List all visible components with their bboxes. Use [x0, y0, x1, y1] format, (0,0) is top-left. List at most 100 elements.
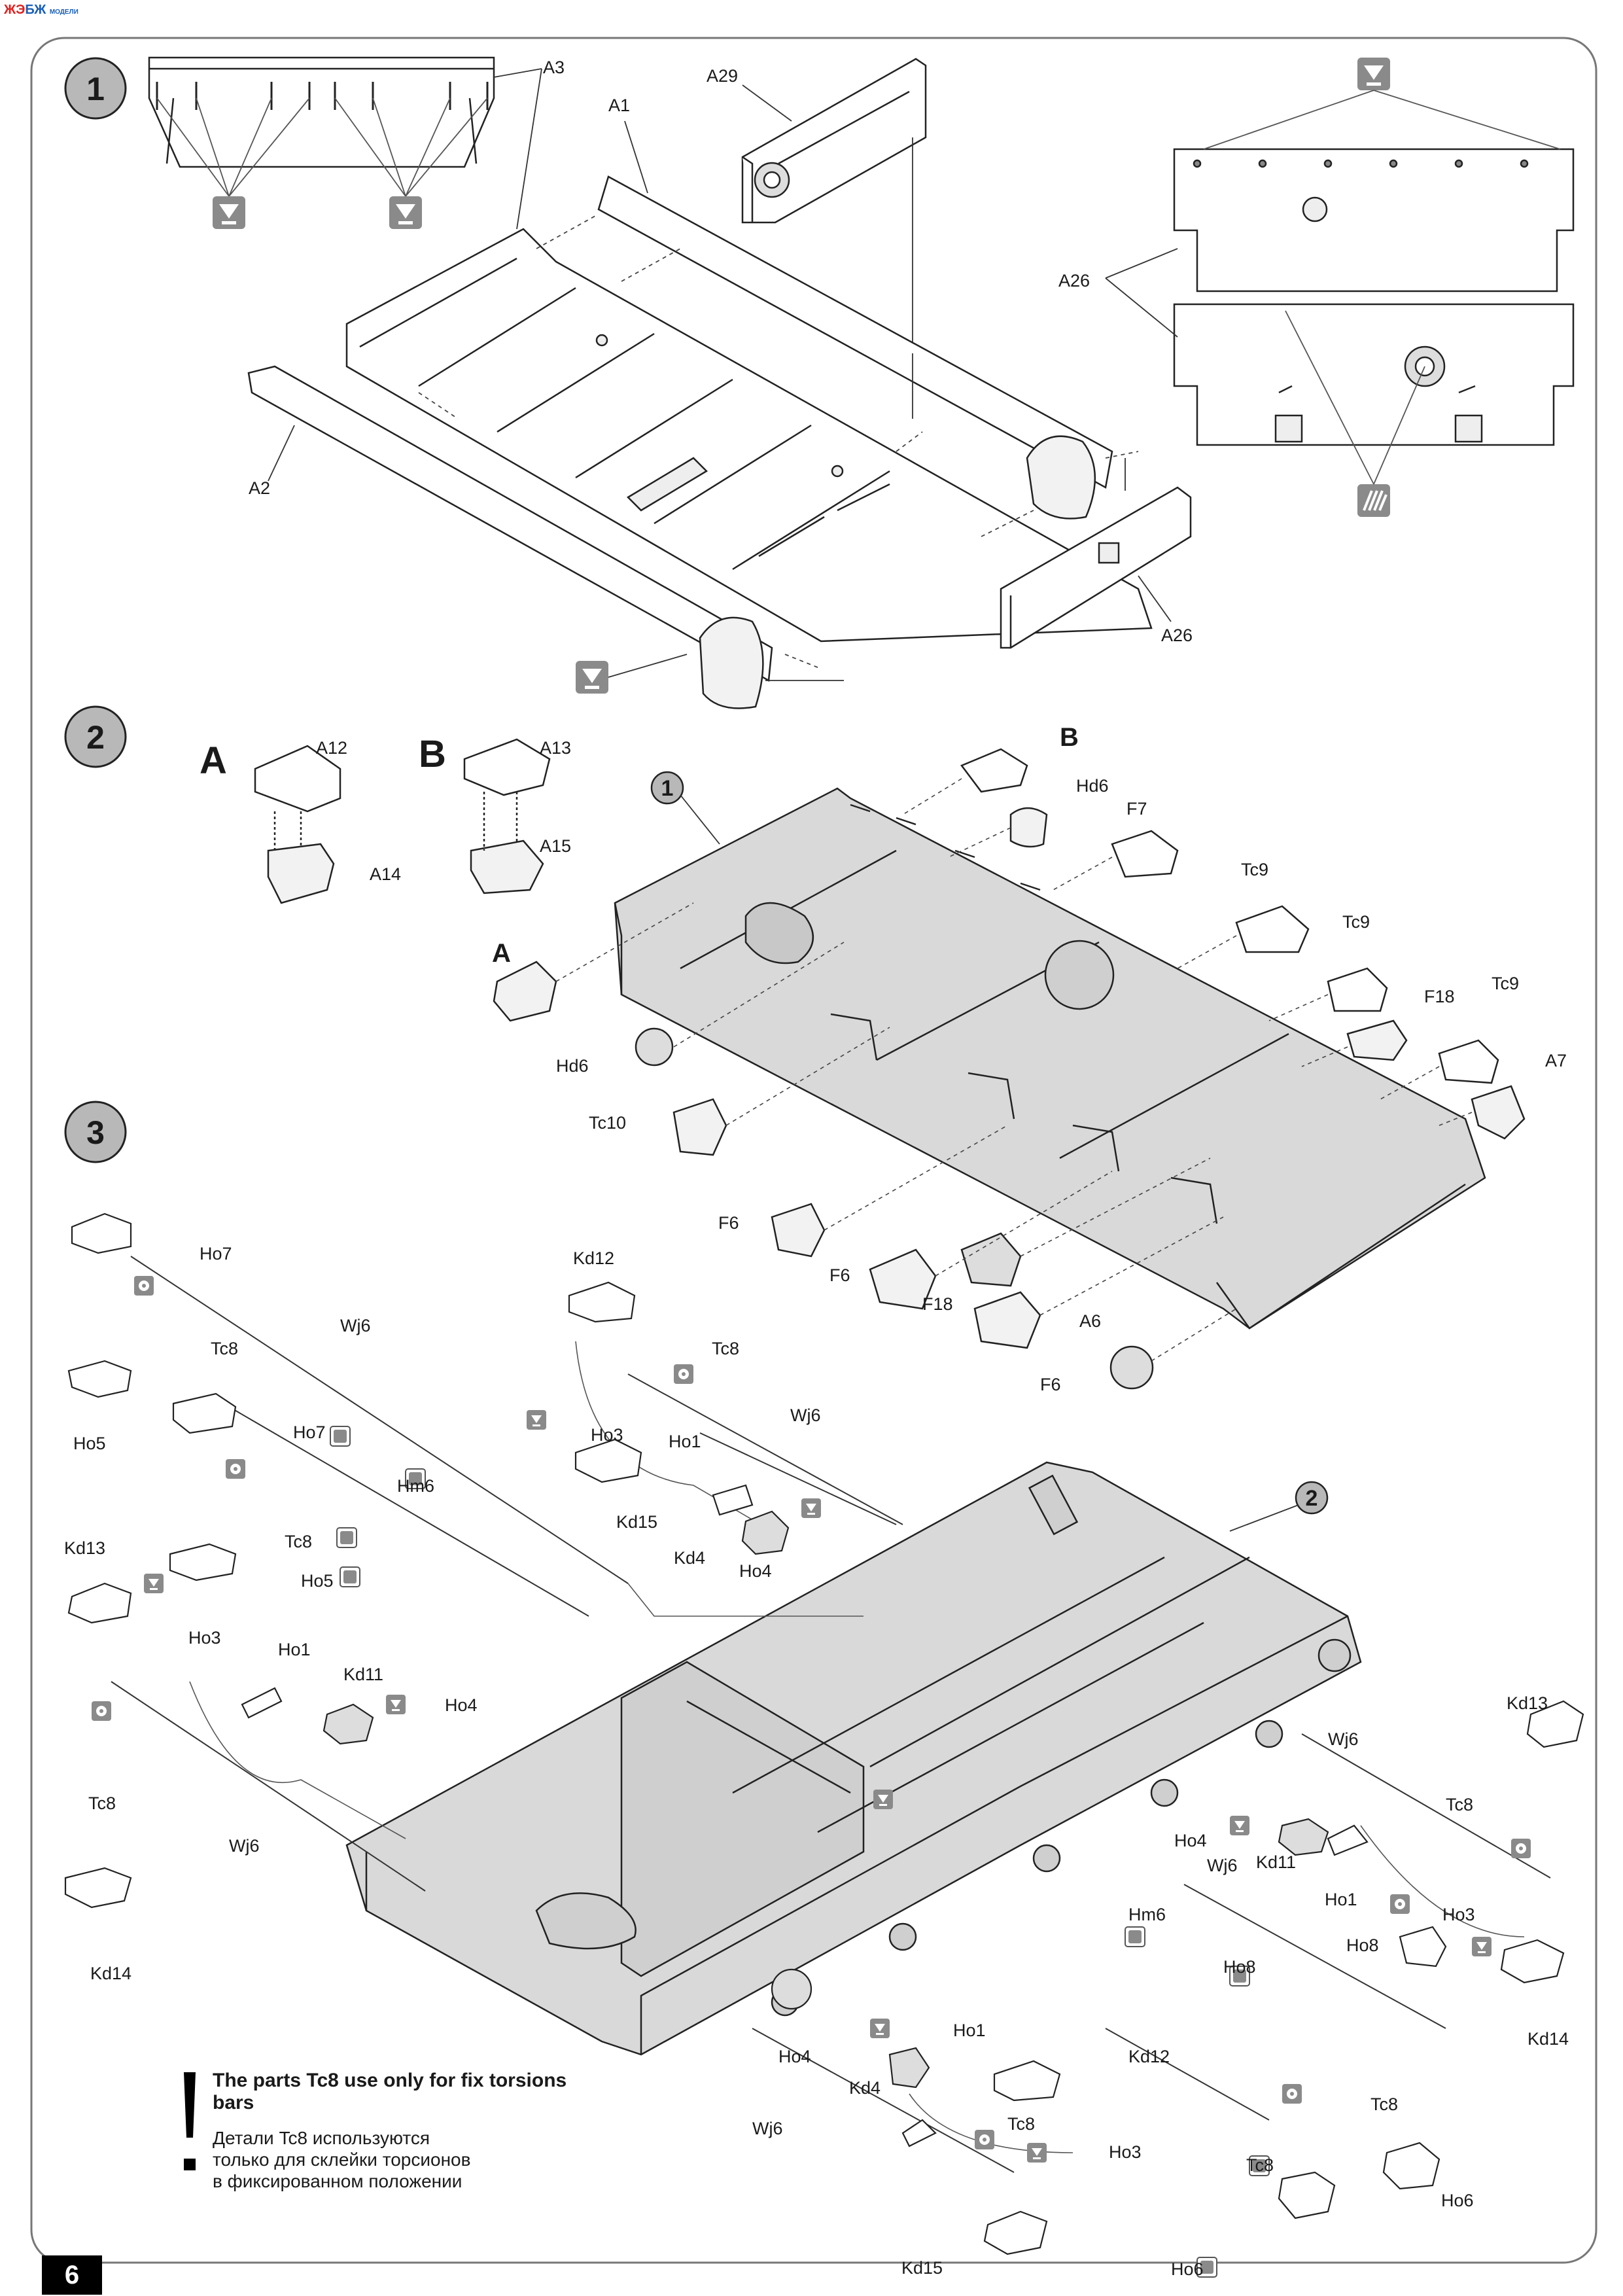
label-ho4-top: Ho4 — [739, 1561, 772, 1581]
label-f6-3: F6 — [1040, 1375, 1061, 1394]
label-ho4-left: Ho4 — [445, 1695, 478, 1715]
label-ho1-left: Ho1 — [278, 1640, 311, 1659]
label-a12: A12 — [316, 738, 347, 758]
label-a26-bottom: A26 — [1161, 626, 1193, 645]
watermark-text-b: БЖ — [25, 3, 46, 17]
a3-glue-leaders — [156, 97, 488, 197]
label-kd14-left: Kd14 — [90, 1964, 131, 1983]
part-a3-detail — [148, 56, 495, 168]
hull-variant-a-label: A — [492, 939, 511, 968]
label-kd15-top: Kd15 — [616, 1512, 657, 1532]
part-a2 — [247, 365, 773, 709]
label-kd15-bottom: Kd15 — [901, 2258, 943, 2278]
label-ho3-right: Ho3 — [1442, 1905, 1475, 1924]
tc8-note: The parts Tc8 use only for fix torsions … — [184, 2070, 579, 2192]
label-ho8-bottom: Ho8 — [1223, 1957, 1256, 1977]
label-kd14-right: Kd14 — [1527, 2029, 1569, 2049]
step-1-marker: 1 — [64, 57, 127, 120]
exclamation-icon — [184, 2072, 196, 2138]
ref-step1: 1 — [650, 771, 684, 805]
step-2-number: 2 — [86, 719, 105, 756]
part-a1 — [597, 175, 1113, 520]
step2-small-parts — [493, 748, 1526, 1390]
hull-floor-step1 — [345, 228, 1153, 643]
hull-step2 — [614, 787, 1486, 1330]
note-russian-line-1: Детали Tc8 используются — [213, 2128, 430, 2148]
label-hm6-bottom: Hm6 — [1128, 1905, 1166, 1924]
label-tc8-bottom: Tc8 — [1370, 2094, 1398, 2114]
label-f6-1: F6 — [718, 1213, 739, 1233]
label-kd4-bottom: Kd4 — [849, 2078, 881, 2098]
label-kd12-top: Kd12 — [573, 1248, 614, 1268]
label-kd13-left: Kd13 — [64, 1538, 105, 1558]
variant-b-parts — [463, 738, 551, 894]
label-wj6-1: Wj6 — [340, 1316, 371, 1335]
label-f18-1: F18 — [1424, 987, 1455, 1006]
step-1-number: 1 — [86, 71, 105, 107]
ref-step2-number: 2 — [1306, 1486, 1318, 1511]
label-tc8-2: Tc8 — [285, 1532, 312, 1551]
publisher-watermark: ЖЭБЖ МОДЕЛИ — [4, 3, 79, 18]
label-hd6-top: Hd6 — [1076, 776, 1109, 796]
label-kd13-right: Kd13 — [1507, 1693, 1548, 1713]
part-a29 — [741, 58, 927, 224]
watermark-text-small: МОДЕЛИ — [49, 9, 79, 16]
label-f18-2: F18 — [922, 1294, 953, 1314]
label-a29: A29 — [707, 66, 738, 86]
variant-a-parts — [254, 745, 341, 904]
label-kd11-left: Kd11 — [343, 1665, 383, 1684]
label-tc8-bottom-3: Tc8 — [1007, 2114, 1035, 2134]
label-tc10: Tc10 — [589, 1113, 626, 1133]
step1-assembly-lines — [418, 215, 1139, 668]
a26-detail-top — [1173, 148, 1575, 292]
torsion-bars — [111, 1256, 1551, 2173]
label-ho3-top: Ho3 — [591, 1425, 623, 1445]
label-ho4-right: Ho4 — [1174, 1831, 1207, 1850]
label-f6-2: F6 — [829, 1265, 850, 1285]
label-ho1-right: Ho1 — [1325, 1890, 1357, 1909]
label-ho4-bottom: Ho4 — [778, 2047, 811, 2066]
label-a3: A3 — [543, 58, 565, 77]
step-3-marker: 3 — [64, 1101, 127, 1163]
label-ho1-bottom: Ho1 — [953, 2021, 986, 2040]
ref-step1-number: 1 — [661, 776, 674, 801]
label-wj6-right: Wj6 — [1328, 1729, 1359, 1749]
label-a2: A2 — [249, 478, 270, 498]
a26-detail-bottom — [1173, 303, 1575, 446]
page-number: 6 — [42, 2255, 102, 2295]
label-tc8-top: Tc8 — [712, 1339, 739, 1358]
label-a13: A13 — [540, 738, 571, 758]
ref-step2: 2 — [1295, 1481, 1329, 1515]
step-3-number: 3 — [86, 1114, 105, 1151]
label-ho7-2: Ho7 — [293, 1422, 326, 1442]
watermark-text-a: ЖЭ — [4, 3, 26, 17]
label-tc8-1: Tc8 — [211, 1339, 238, 1358]
label-wj6-right-2: Wj6 — [1207, 1856, 1238, 1875]
hull-step3 — [345, 1461, 1362, 2056]
label-tc9-1: Tc9 — [1241, 860, 1268, 879]
label-wj6-top: Wj6 — [790, 1405, 821, 1425]
variant-b-label: B — [419, 733, 446, 775]
label-a6: A6 — [1079, 1311, 1101, 1331]
label-hm6-1: Hm6 — [397, 1476, 434, 1496]
label-tc9-3: Tc9 — [1492, 974, 1519, 993]
label-ho6-right: Ho6 — [1441, 2191, 1474, 2210]
label-a14: A14 — [370, 864, 401, 884]
note-russian-line-2: только для склейки торсионов — [213, 2149, 471, 2170]
label-f7: F7 — [1126, 799, 1147, 819]
label-tc8-right: Tc8 — [1446, 1795, 1473, 1814]
label-a15: A15 — [540, 836, 571, 856]
part-a26-rear — [1000, 486, 1192, 649]
hull-variant-b-label: B — [1060, 723, 1079, 752]
label-ho8-right: Ho8 — [1346, 1935, 1379, 1955]
variant-a-label: A — [200, 739, 227, 782]
label-tc8-bottom-2: Tc8 — [1246, 2155, 1274, 2175]
label-tc9-2: Tc9 — [1342, 912, 1370, 932]
label-kd4-top: Kd4 — [674, 1548, 705, 1568]
label-ho7: Ho7 — [200, 1244, 232, 1263]
label-hd6-left: Hd6 — [556, 1056, 589, 1076]
label-ho3-bottom: Ho3 — [1109, 2142, 1142, 2162]
note-english: The parts Tc8 use only for fix torsions … — [213, 2070, 567, 2113]
label-a26-top: A26 — [1058, 271, 1090, 291]
